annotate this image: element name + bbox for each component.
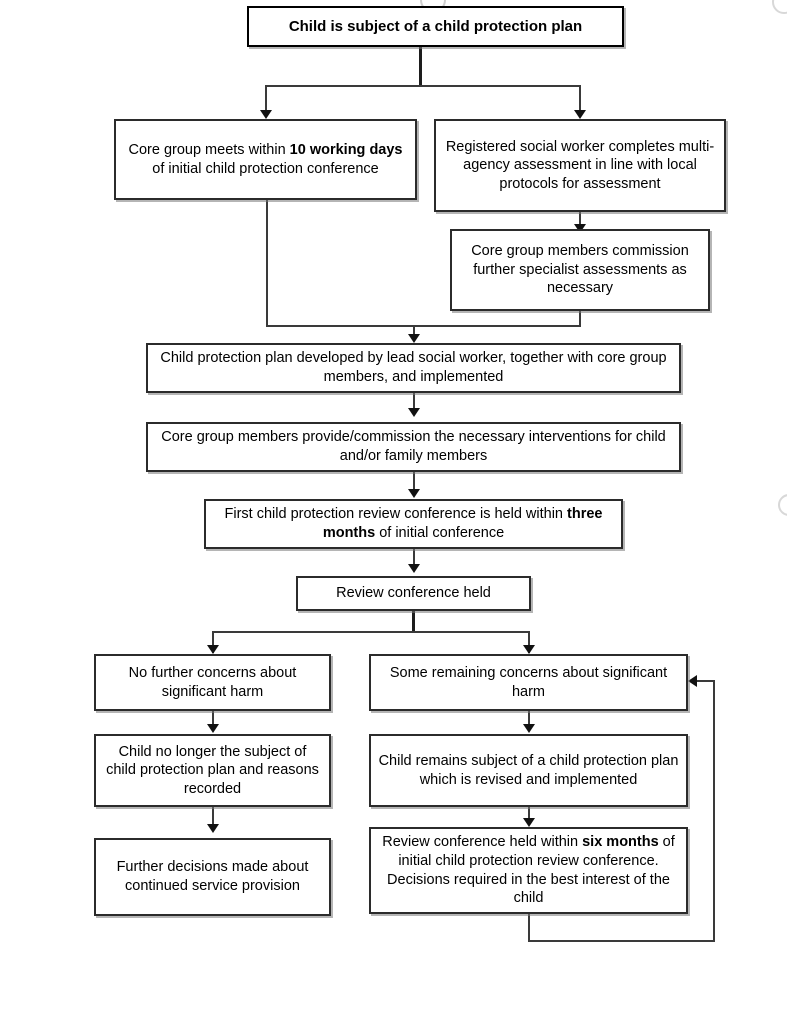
arrowhead-to-first-review: [408, 489, 420, 498]
arrowhead-to-no-concerns: [207, 645, 219, 654]
node-label: First child protection review conference…: [224, 506, 603, 541]
node-six-month-review-conference[interactable]: Review conference held within six months…: [369, 827, 688, 914]
node-label: Some remaining concerns about significan…: [389, 664, 668, 700]
connector-n9-to-n10: [212, 710, 214, 728]
node-label: Further decisions made about continued s…: [116, 859, 309, 894]
arrowhead-to-core-group: [260, 110, 272, 119]
node-label: Core group members commission further sp…: [471, 243, 689, 297]
connector-feedback-right: [528, 940, 715, 942]
node-review-conference-held[interactable]: Review conference held: [296, 576, 531, 611]
connector-split-bottom-left: [212, 631, 214, 653]
node-label: Review conference held: [336, 585, 491, 602]
node-plan-developed[interactable]: Child protection plan developed by lead …: [146, 343, 681, 393]
arrowhead-to-six-month-review: [523, 818, 535, 827]
node-some-remaining-concerns[interactable]: Some remaining concerns about significan…: [369, 654, 688, 711]
node-label: Child no longer the subject of child pro…: [106, 743, 319, 797]
node-commission-specialist-assessments[interactable]: Core group members commission further sp…: [450, 229, 710, 311]
node-label: Child is subject of a child protection p…: [288, 17, 583, 35]
node-core-group-meets[interactable]: Core group meets within 10 working days …: [114, 119, 417, 200]
node-label: Review conference held within six months…: [382, 834, 675, 907]
arrowhead-to-social-worker: [574, 110, 586, 119]
connector-split-top-left: [265, 85, 267, 113]
node-first-review-conference[interactable]: First child protection review conference…: [204, 499, 623, 549]
connector-n7-to-n8: [413, 548, 415, 568]
connector-n6-to-n7: [413, 471, 415, 493]
node-label: Core group meets within 10 working days …: [128, 141, 403, 177]
connector-n13-to-n14: [528, 806, 530, 822]
connector-n1-down: [419, 46, 422, 86]
node-child-subject-of-plan[interactable]: Child is subject of a child protection p…: [247, 6, 624, 47]
arrowhead-to-some-concerns: [523, 645, 535, 654]
page-artifact-dot: [772, 0, 787, 14]
arrowhead-to-interventions: [408, 408, 420, 417]
node-further-decisions-service-provision[interactable]: Further decisions made about continued s…: [94, 838, 331, 916]
connector-feedback-up: [713, 680, 715, 942]
connector-split-top: [265, 85, 581, 87]
node-child-no-longer-subject[interactable]: Child no longer the subject of child pro…: [94, 734, 331, 807]
node-label: No further concerns about significant ha…: [128, 664, 297, 700]
arrowhead-to-no-longer-subject: [207, 724, 219, 733]
connector-split-top-right: [579, 85, 581, 113]
arrowhead-to-remains-subject: [523, 724, 535, 733]
connector-n3-to-n4: [579, 211, 581, 228]
arrowhead-to-plan-developed: [408, 334, 420, 343]
connector-n10-to-n11: [212, 806, 214, 828]
arrowhead-feedback-to-some-concerns: [688, 675, 697, 687]
node-interventions-provided[interactable]: Core group members provide/commission th…: [146, 422, 681, 472]
connector-n8-down: [412, 610, 415, 632]
connector-n4-down: [579, 310, 581, 327]
connector-n12-to-n13: [528, 710, 530, 728]
connector-feedback-down: [528, 913, 530, 942]
arrowhead-to-specialist-assessments: [574, 224, 586, 233]
page-artifact-dot: [778, 494, 787, 516]
connector-feedback-into-node: [697, 680, 715, 682]
node-registered-social-worker-assessment[interactable]: Registered social worker completes multi…: [434, 119, 726, 212]
arrowhead-to-review-held: [408, 564, 420, 573]
connector-n2-right: [266, 325, 414, 327]
arrowhead-to-further-decisions: [207, 824, 219, 833]
node-label: Core group members provide/commission th…: [161, 429, 666, 464]
node-label: Child remains subject of a child protect…: [378, 752, 679, 788]
connector-split-bottom: [212, 631, 530, 633]
node-label: Child protection plan developed by lead …: [160, 350, 667, 385]
connector-split-bottom-right: [528, 631, 530, 653]
node-child-remains-subject[interactable]: Child remains subject of a child protect…: [369, 734, 688, 807]
connector-n2-down: [266, 199, 268, 327]
node-no-further-concerns[interactable]: No further concerns about significant ha…: [94, 654, 331, 711]
node-label: Registered social worker completes multi…: [445, 138, 715, 192]
connector-n5-to-n6: [413, 392, 415, 412]
connector-n5-stem: [413, 325, 415, 337]
connector-n4-left: [413, 325, 581, 327]
